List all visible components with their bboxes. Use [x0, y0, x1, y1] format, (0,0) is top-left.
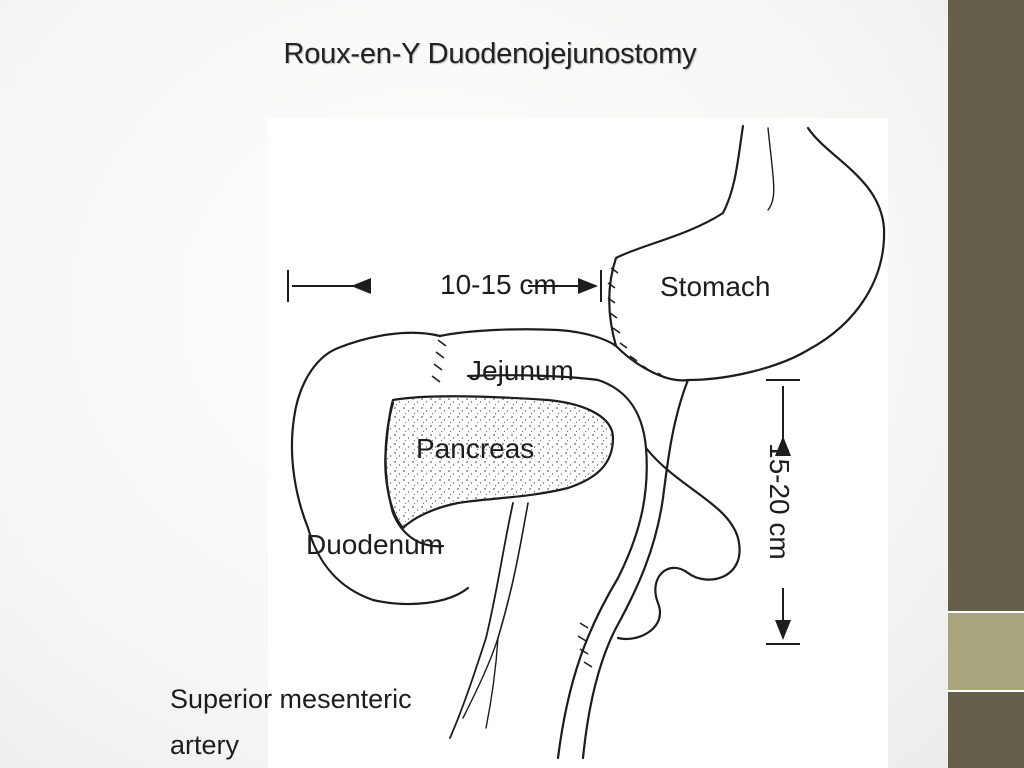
bowel-loop — [616, 446, 741, 641]
suture-gastrojejunal — [607, 267, 666, 379]
dimension-right — [766, 379, 800, 645]
label-pancreas: Pancreas — [416, 433, 534, 464]
sma-vessel-branch — [462, 637, 499, 719]
stomach-outline — [608, 124, 886, 382]
slide-title: Roux-en-Y Duodenojejunostomy — [283, 38, 697, 70]
label-length-top: 10-15 cm — [440, 269, 557, 300]
sidebar-divider — [948, 690, 1024, 692]
sidebar-divider — [948, 611, 1024, 613]
suture-jejunojejunal — [577, 622, 593, 668]
label-stomach: Stomach — [660, 271, 771, 302]
jejunum-limb — [438, 328, 618, 348]
suture-lines — [431, 267, 666, 668]
sidebar-dark-block — [948, 0, 1024, 613]
label-sma-line2: artery — [170, 730, 240, 760]
jejunum-limb-outer — [581, 378, 690, 760]
suture-duodenojejunal — [431, 339, 447, 383]
sma-vessel — [449, 502, 514, 739]
sidebar-accent-block — [948, 613, 1024, 691]
label-jejunum: Jejunum — [468, 355, 574, 386]
sma-vessel-branch — [497, 502, 529, 639]
label-sma-line1: Superior mesenteric — [170, 684, 412, 714]
label-duodenum: Duodenum — [306, 529, 443, 560]
dimension-top — [287, 270, 602, 302]
label-length-right: 15-20 cm — [764, 443, 795, 560]
anatomy-illustration: 10-15 cm Stomach Jejunum Pancreas Duoden… — [170, 118, 888, 768]
sma-vessel-branch — [485, 637, 499, 729]
pancreas-texture — [385, 396, 613, 528]
stomach-inner-fold — [767, 127, 775, 211]
anatomy-figure: 10-15 cm Stomach Jejunum Pancreas Duoden… — [168, 118, 888, 768]
jejunum-limb-lower — [466, 374, 648, 760]
duodenum-outline — [290, 331, 470, 606]
sidebar-bottom-block — [948, 691, 1024, 768]
